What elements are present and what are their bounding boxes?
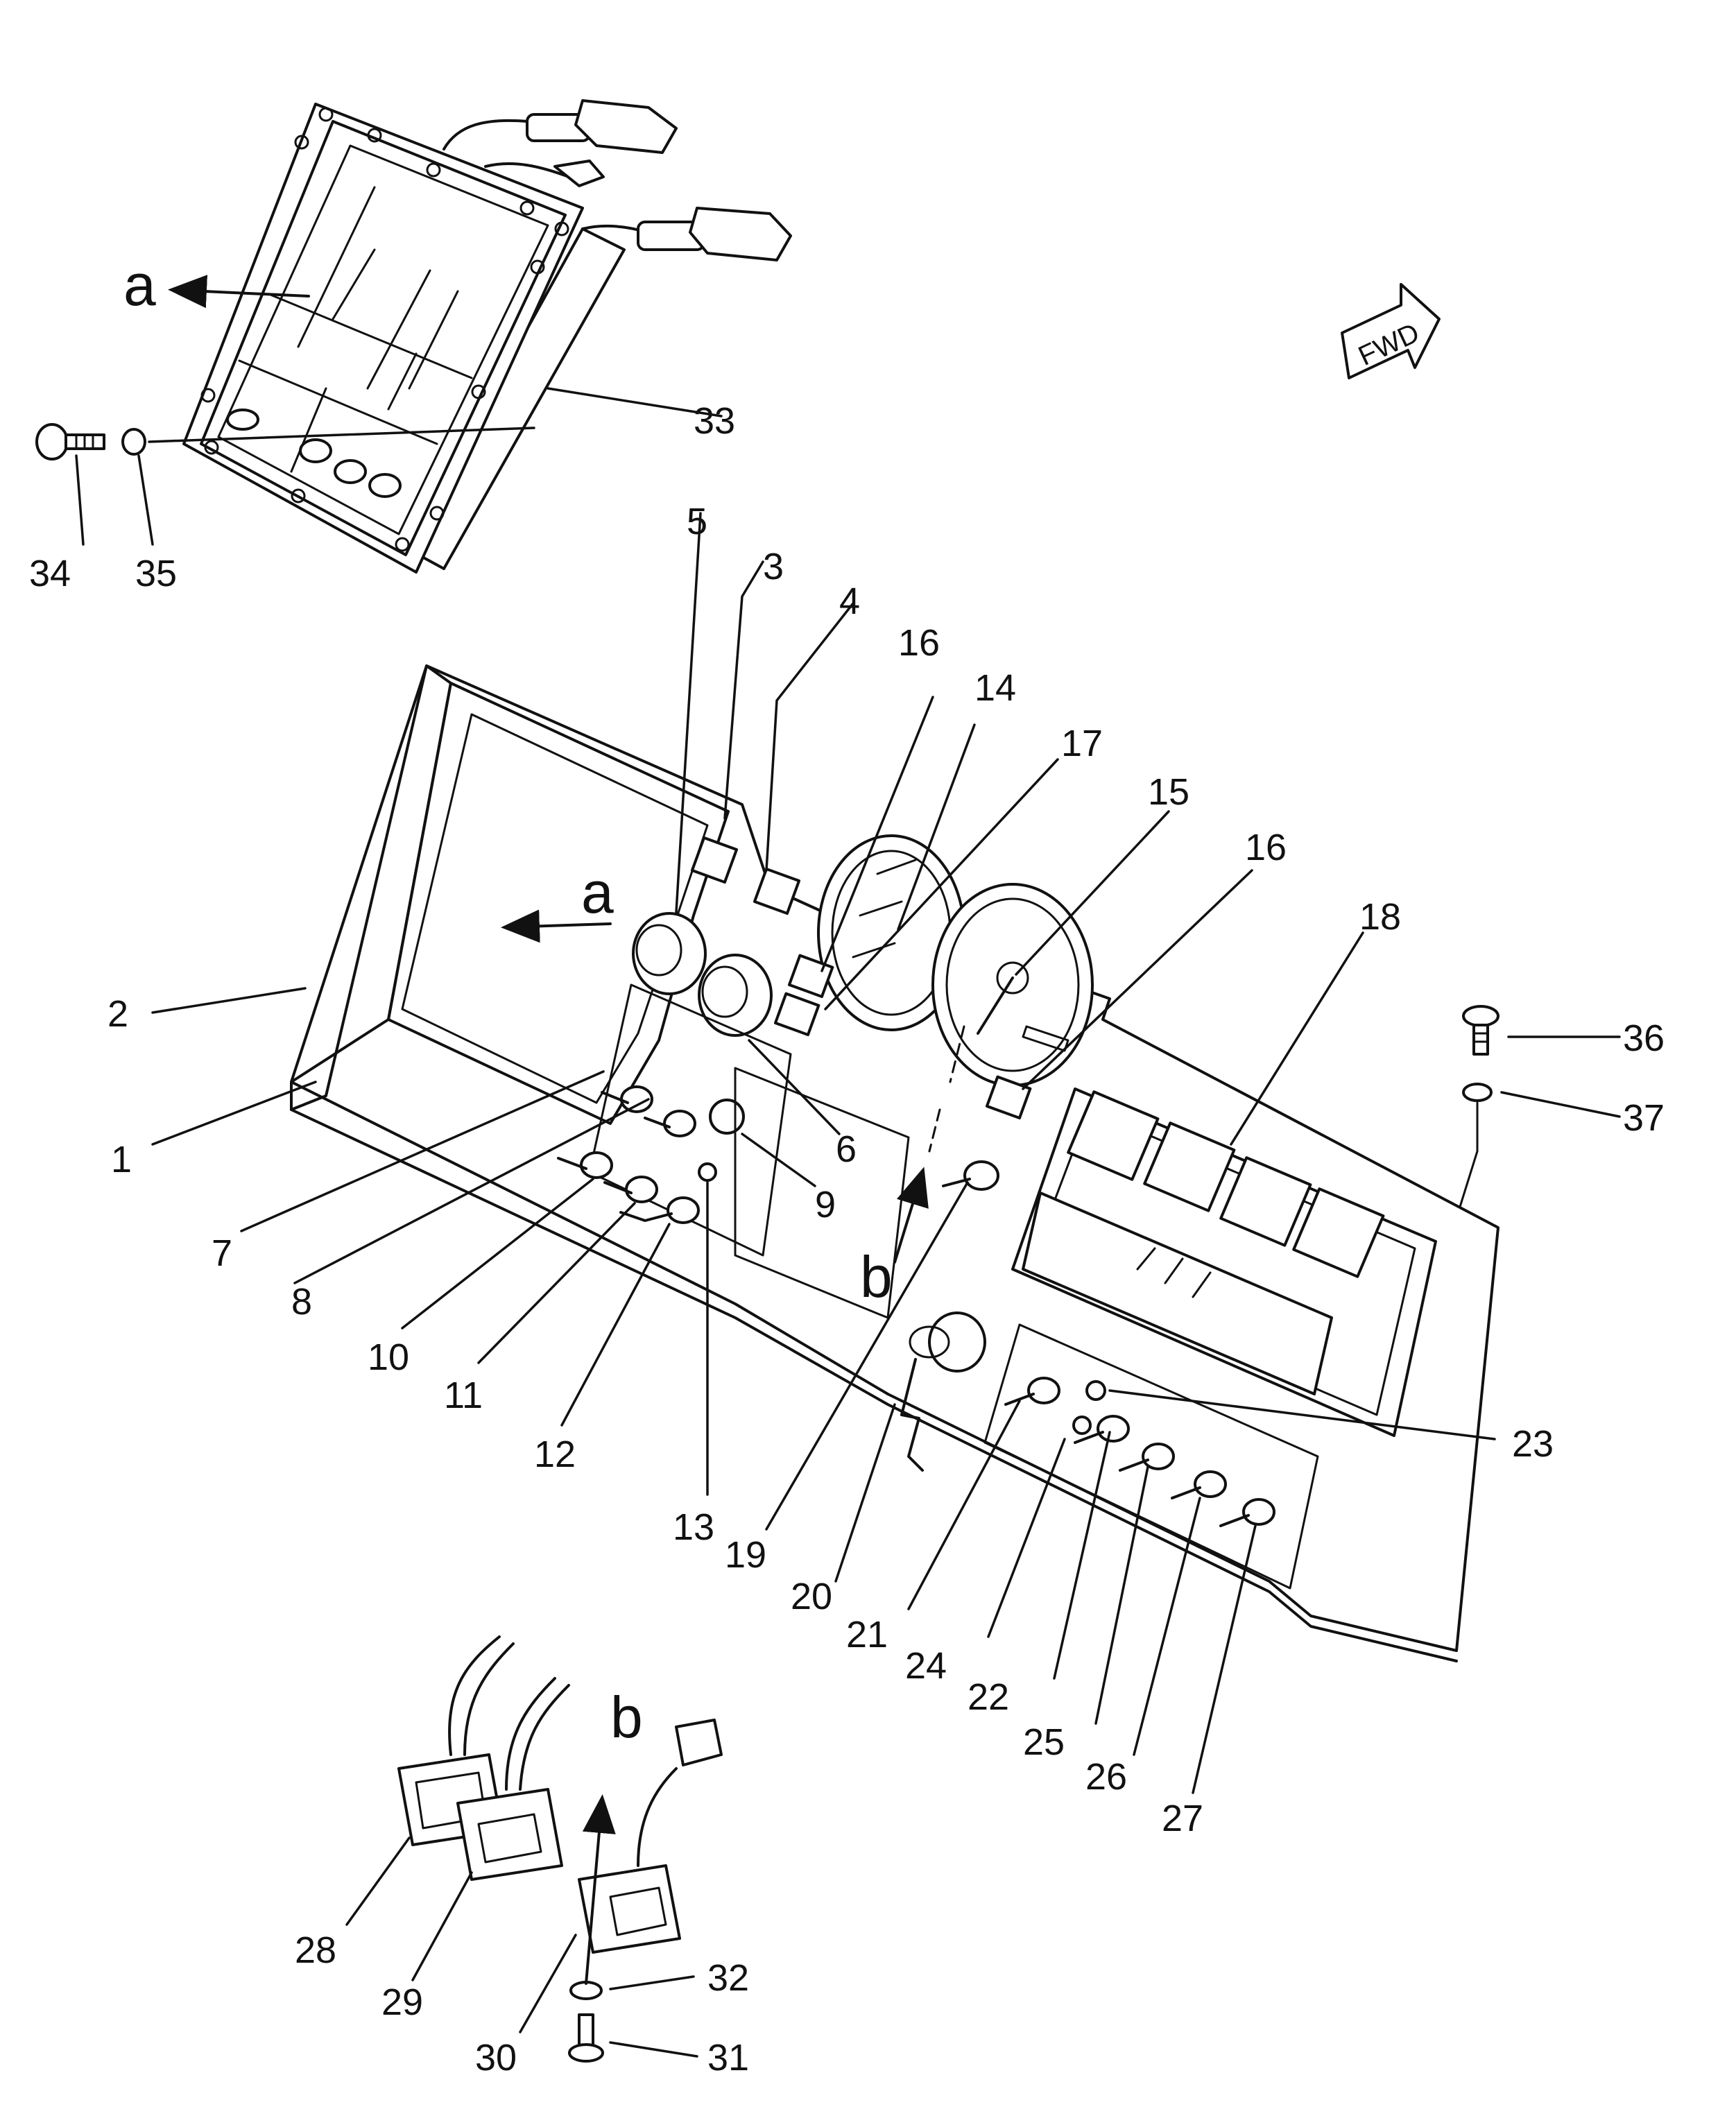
callout-11: 11 bbox=[444, 1375, 483, 1416]
callout-9: 9 bbox=[815, 1184, 836, 1225]
switch-12 bbox=[619, 1196, 700, 1224]
callout-28: 28 bbox=[295, 1929, 336, 1971]
indicator-23 bbox=[1085, 1380, 1106, 1401]
switch-27 bbox=[1219, 1498, 1275, 1527]
callout-22: 22 bbox=[968, 1676, 1009, 1718]
callout-7: 7 bbox=[212, 1232, 232, 1274]
callout-8: 8 bbox=[291, 1281, 312, 1323]
callout-16a: 16 bbox=[898, 622, 940, 664]
key-switch-20 bbox=[900, 1311, 986, 1472]
bottom-switch-cluster bbox=[983, 1323, 1319, 1590]
lamp-3 bbox=[690, 836, 739, 884]
callout-36: 36 bbox=[1623, 1017, 1665, 1059]
lamp-16a bbox=[787, 954, 834, 999]
indicator-13 bbox=[698, 1162, 717, 1182]
callout-1: 1 bbox=[111, 1139, 132, 1180]
monitor-knobs bbox=[226, 408, 402, 498]
indicator-22 bbox=[1072, 1416, 1092, 1435]
fwd-direction-marker: FWD bbox=[1341, 283, 1441, 379]
knob-5 bbox=[632, 912, 707, 995]
switch-10 bbox=[557, 1151, 613, 1179]
lamp-16b bbox=[985, 1075, 1032, 1120]
view-label-a-panel: a bbox=[581, 860, 614, 925]
leader-lines bbox=[75, 387, 1621, 2058]
switch-19 bbox=[942, 1160, 999, 1191]
callout-20: 20 bbox=[791, 1576, 832, 1617]
callout-24: 24 bbox=[905, 1645, 947, 1687]
view-arrows: a a b b bbox=[123, 252, 929, 1985]
screw-31 bbox=[568, 2013, 604, 2063]
callout-32: 32 bbox=[707, 1957, 749, 1999]
monitor-assembly bbox=[182, 99, 792, 574]
lamp-4 bbox=[753, 867, 801, 915]
callout-27: 27 bbox=[1162, 1798, 1203, 1839]
relay-30 bbox=[578, 1719, 723, 1954]
callout-37: 37 bbox=[1623, 1097, 1665, 1139]
callout-18: 18 bbox=[1359, 896, 1401, 938]
callout-16b: 16 bbox=[1245, 827, 1287, 868]
callout-4: 4 bbox=[839, 580, 860, 622]
callout-10: 10 bbox=[368, 1336, 409, 1378]
switch-24 bbox=[1074, 1415, 1130, 1444]
callout-23: 23 bbox=[1512, 1423, 1554, 1465]
switch-21 bbox=[1004, 1377, 1060, 1406]
switch-7 bbox=[601, 1085, 653, 1113]
view-label-a-top: a bbox=[123, 252, 156, 318]
callout-35: 35 bbox=[135, 553, 177, 594]
switch-8 bbox=[644, 1110, 696, 1137]
callout-15: 15 bbox=[1148, 771, 1189, 813]
callout-19: 19 bbox=[725, 1534, 766, 1576]
callout-34: 34 bbox=[29, 553, 71, 594]
washer-35 bbox=[121, 428, 146, 456]
callout-33: 33 bbox=[694, 400, 735, 442]
callout-21: 21 bbox=[846, 1614, 888, 1655]
indicator-9 bbox=[709, 1099, 745, 1135]
washer-37 bbox=[1462, 1083, 1493, 1102]
callout-31: 31 bbox=[707, 2037, 749, 2079]
callout-2: 2 bbox=[108, 993, 128, 1035]
callout-25: 25 bbox=[1023, 1721, 1065, 1763]
callout-6: 6 bbox=[836, 1128, 857, 1170]
callouts: 1 2 3 4 5 6 7 8 9 10 11 12 13 14 15 16 1… bbox=[29, 400, 1665, 2079]
bolt-36 bbox=[1462, 1005, 1499, 1056]
monitor-wire-harness bbox=[442, 99, 792, 261]
monitor-screws bbox=[200, 107, 569, 552]
switch-25 bbox=[1119, 1443, 1175, 1472]
view-label-b-bottom: b bbox=[610, 1685, 643, 1750]
callout-30: 30 bbox=[475, 2037, 517, 2079]
bolt-34 bbox=[35, 423, 105, 461]
callout-3: 3 bbox=[763, 546, 784, 587]
callout-13: 13 bbox=[673, 1506, 714, 1548]
callout-29: 29 bbox=[381, 1981, 423, 2023]
display-module-18 bbox=[1011, 1087, 1437, 1437]
callout-26: 26 bbox=[1085, 1756, 1127, 1798]
leader-37-to-panel bbox=[1459, 1101, 1479, 1208]
switch-26 bbox=[1171, 1470, 1227, 1499]
callout-17: 17 bbox=[1061, 723, 1103, 764]
relay-29 bbox=[456, 1677, 570, 1881]
callout-12: 12 bbox=[534, 1434, 576, 1475]
lamp-17 bbox=[773, 992, 820, 1037]
callout-5: 5 bbox=[687, 501, 707, 542]
switch-11 bbox=[603, 1176, 658, 1203]
callout-14: 14 bbox=[974, 667, 1016, 709]
view-label-b-panel: b bbox=[860, 1244, 893, 1309]
knob-6 bbox=[698, 954, 773, 1037]
instrument-panel bbox=[290, 664, 1499, 1662]
